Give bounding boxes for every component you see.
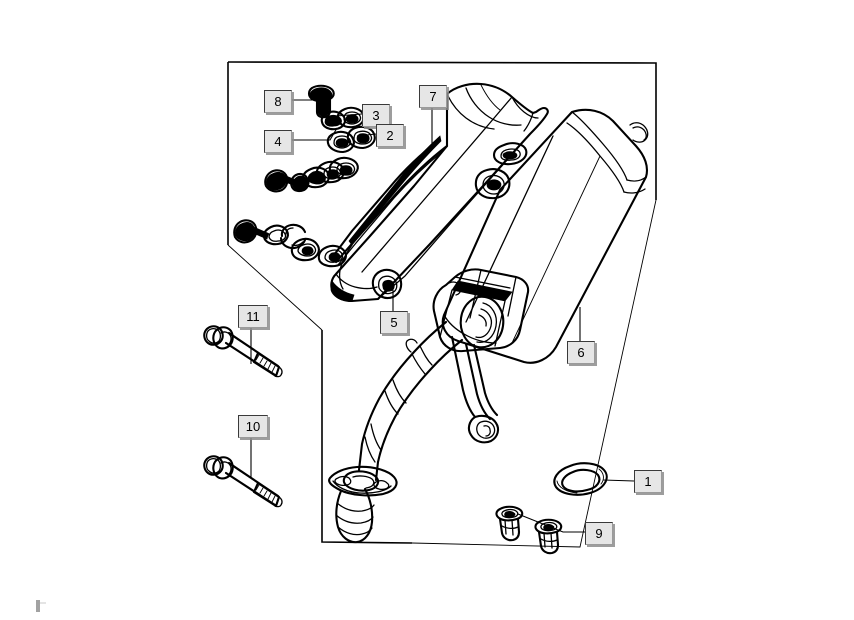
callout-2-label: 2 <box>386 128 394 143</box>
callout-7-label: 7 <box>429 89 437 104</box>
exhaust-header-downpipe <box>328 320 464 544</box>
hex-flange-bolt-part-11 <box>203 325 283 378</box>
main-part-group-frame <box>227 61 657 548</box>
callout-5[interactable]: 5 <box>380 311 408 334</box>
callout-9[interactable]: 9 <box>585 522 613 545</box>
callout-4-label: 4 <box>274 134 282 149</box>
exhaust-mount-bracket <box>432 268 530 353</box>
leader-1 <box>602 479 635 482</box>
hardware-stack-lower <box>233 219 347 268</box>
callout-4[interactable]: 4 <box>264 130 292 153</box>
muffler-silencer-body-part-6 <box>441 108 649 364</box>
hex-flange-bolt-part-10 <box>203 455 283 508</box>
callout-10-label: 10 <box>245 419 261 434</box>
callout-7[interactable]: 7 <box>419 85 447 108</box>
callout-10[interactable]: 10 <box>238 415 268 438</box>
callout-1-label: 1 <box>644 474 652 489</box>
callout-3-label: 3 <box>372 108 380 123</box>
push-rivet-clip-part-9-b <box>534 518 563 555</box>
callout-6-label: 6 <box>577 345 585 360</box>
callout-11[interactable]: 11 <box>238 305 268 328</box>
callout-11-label: 11 <box>246 309 260 324</box>
callout-5-label: 5 <box>390 315 398 330</box>
page-corner-mark <box>36 600 46 612</box>
callout-2[interactable]: 2 <box>376 124 404 147</box>
exhaust-hanger-strut <box>450 335 500 444</box>
shield-mount-hardware-midrow <box>474 142 528 200</box>
exhaust-gasket-ring-part-1 <box>553 462 608 496</box>
hardware-stack-middle <box>264 156 359 193</box>
leader-2 <box>356 133 377 137</box>
callout-6[interactable]: 6 <box>567 341 595 364</box>
callout-8[interactable]: 8 <box>264 90 292 113</box>
push-rivet-clip-part-9-a <box>495 505 524 542</box>
callout-leader-lines <box>250 99 635 533</box>
leader-3 <box>335 113 363 117</box>
callout-8-label: 8 <box>274 94 282 109</box>
leader-9 <box>517 513 585 533</box>
callout-9-label: 9 <box>595 526 603 541</box>
nut-flange-part-5 <box>371 268 403 300</box>
leader-4 <box>290 127 338 141</box>
callout-1[interactable]: 1 <box>634 470 662 493</box>
